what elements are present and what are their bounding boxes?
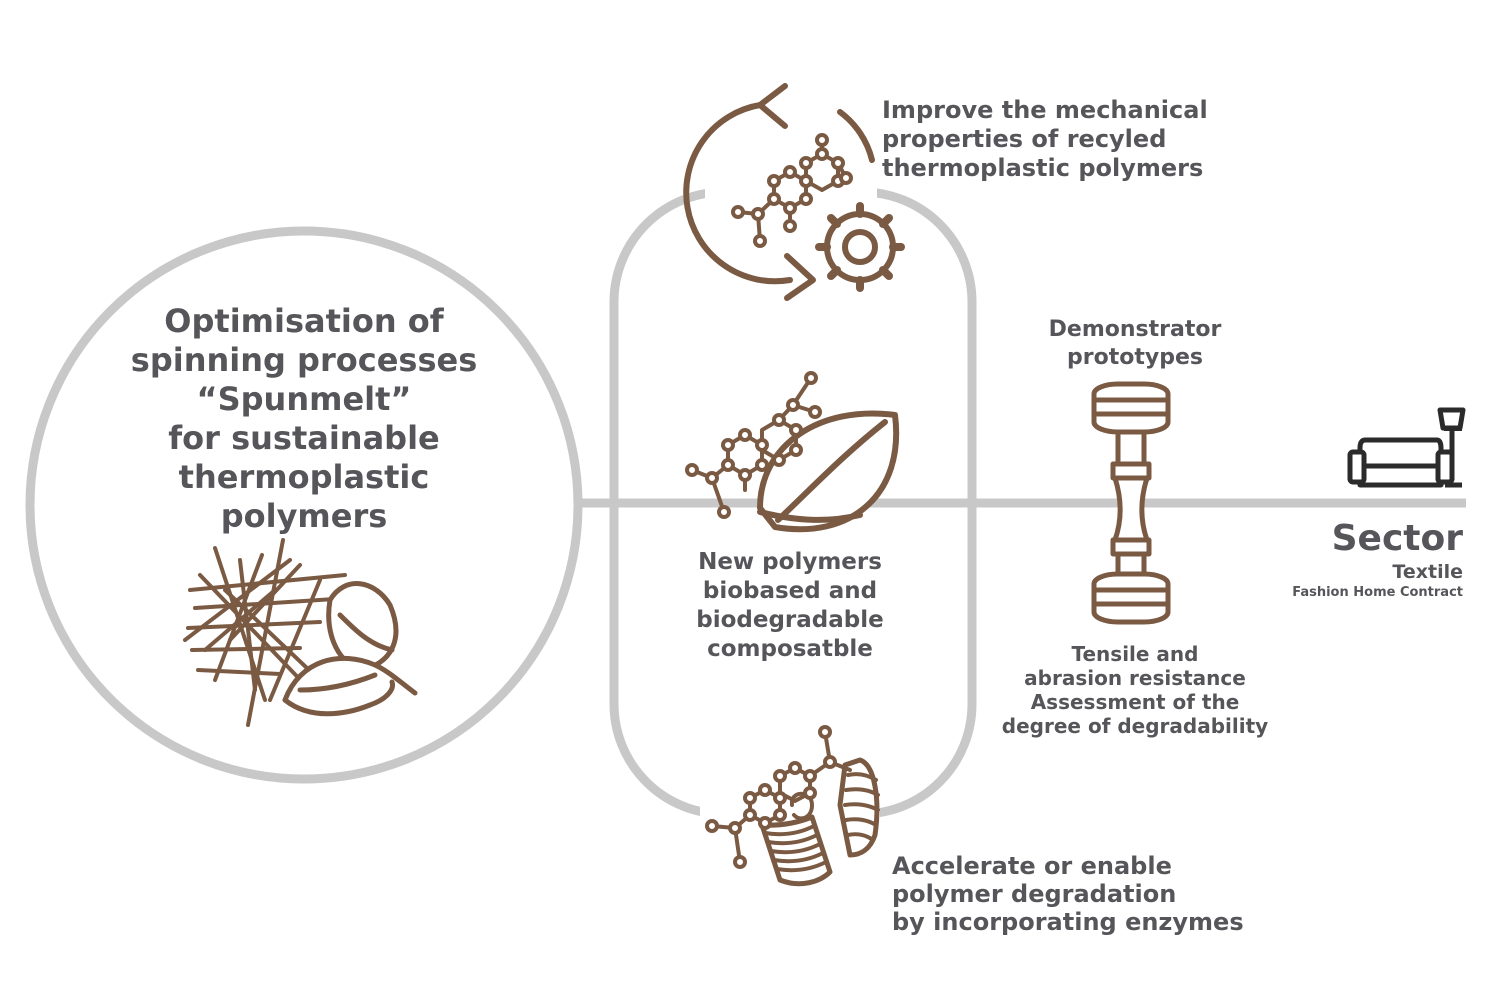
bottom-node-label-line: by incorporating enzymes: [892, 908, 1244, 936]
middle-node-label-line: biobased and: [702, 578, 878, 604]
main-circle-title-line: spinning processes: [130, 341, 478, 379]
gear-icon: [815, 202, 905, 292]
molecule-enzyme-icon: [700, 725, 880, 887]
main-circle-title-line: “Spunmelt”: [196, 380, 412, 418]
demonstrator-title: Demonstrator prototypes: [1010, 316, 1260, 372]
middle-node-label: New polymers biobased and biodegradable …: [660, 548, 920, 664]
sector-subtitle: Textile: [1392, 561, 1463, 583]
bottom-node-label-line: Accelerate or enable: [892, 852, 1172, 880]
main-circle-title-line: thermoplastic: [178, 458, 430, 496]
molecule-leaf-icon: [685, 371, 900, 533]
demonstrator-caption: Tensile and abrasion resistance Assessme…: [985, 642, 1285, 738]
top-node-label-line: thermoplastic polymers: [882, 154, 1204, 182]
main-circle-title-line: polymers: [220, 497, 388, 535]
middle-node-label-line: composatble: [707, 636, 873, 662]
fiber-mesh-with-leaves-icon: [183, 538, 418, 727]
main-circle-title-line: for sustainable: [168, 419, 440, 457]
sector-detail: Fashion Home Contract: [1292, 585, 1463, 600]
sector-block: Sector Textile Fashion Home Contract: [1220, 518, 1463, 602]
demonstrator-caption-line: degree of degradability: [1001, 714, 1269, 738]
recycle-molecule-gear-icon: [683, 83, 905, 301]
main-circle: [25, 226, 583, 784]
middle-node-label-line: New polymers: [698, 549, 882, 575]
tensile-tester-icon: [1091, 381, 1171, 625]
top-node-label-line: Improve the mechanical: [882, 96, 1208, 124]
demonstrator-caption-line: Tensile and: [1071, 642, 1199, 666]
demonstrator-caption-line: Assessment of the: [1030, 690, 1240, 714]
main-circle-title: Optimisation of spinning processes “Spun…: [104, 302, 504, 536]
middle-node-label-line: biodegradable: [696, 607, 884, 633]
bottom-node-label-line: polymer degradation: [892, 880, 1177, 908]
main-circle-title-line: Optimisation of: [164, 302, 444, 340]
sector-title: Sector: [1331, 518, 1463, 559]
demonstrator-title-line: prototypes: [1067, 345, 1203, 370]
top-node-label: Improve the mechanical properties of rec…: [882, 96, 1262, 183]
demonstrator-caption-line: abrasion resistance: [1024, 666, 1246, 690]
demonstrator-title-line: Demonstrator: [1048, 317, 1222, 342]
top-node-label-line: properties of recyled: [882, 125, 1167, 153]
armchair-lamp-icon: [1347, 407, 1466, 488]
bottom-node-label: Accelerate or enable polymer degradation…: [892, 852, 1292, 936]
